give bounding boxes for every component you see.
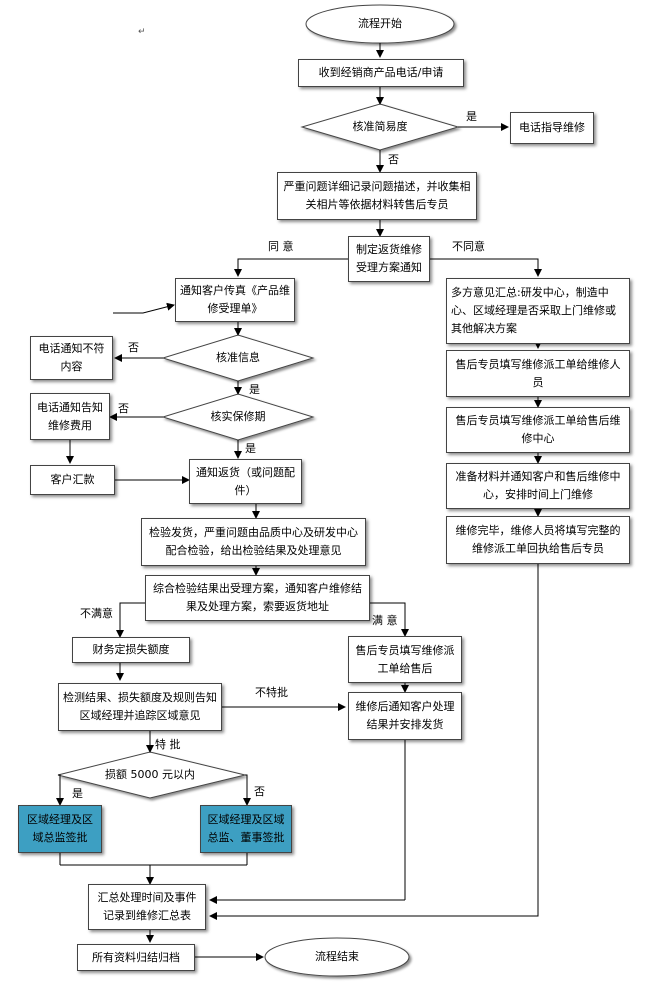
label-no-amount: 否 xyxy=(254,785,265,798)
decision-warranty-label: 核实保修期 xyxy=(210,410,266,423)
repair-done-box: 维修完毕，维修人员将填写完整的维修派工单回执给售后专员 xyxy=(446,516,630,564)
dispatch-repairman-box: 售后专员填写维修派工单给维修人员 xyxy=(446,350,630,397)
label-yes-info: 是 xyxy=(249,383,260,396)
notify-fax-box: 通知客户传真《产品维修受理单》 xyxy=(175,278,295,322)
decision-amount-label: 损额 5000 元以内 xyxy=(105,768,195,781)
after-repair-box: 维修后通知客户处理结果并安排发货 xyxy=(348,692,462,740)
phone-guide-box: 电话指导维修 xyxy=(510,112,594,144)
paragraph-mark-icon: ↵ xyxy=(138,27,146,37)
phone-fee-box: 电话通知告知维修费用 xyxy=(30,393,110,440)
label-agree: 同 意 xyxy=(268,240,294,253)
label-not-special: 不特批 xyxy=(255,686,288,699)
end-terminal-shape xyxy=(264,937,410,977)
prepare-visit-box: 准备材料并通知客户和售后维修中心，安排时间上门维修 xyxy=(446,463,630,509)
label-disagree: 不同意 xyxy=(452,240,485,253)
summary-record-box: 汇总处理时间及事件记录到维修汇总表 xyxy=(88,884,206,930)
label-no-warranty: 否 xyxy=(118,402,129,415)
report-manager-box: 检测结果、损失额度及规则告知区域经理并追踪区域意见 xyxy=(58,683,222,731)
inspect-ship-box: 检验发货，严重问题由品质中心及研发中心配合检验，给出检验结果及处理意见 xyxy=(141,518,366,566)
end-terminal-label: 流程结束 xyxy=(315,950,359,963)
receive-request-box: 收到经销商产品电话/申请 xyxy=(298,59,464,87)
label-no-info: 否 xyxy=(128,341,139,354)
dispatch-center-box: 售后专员填写维修派工单给售后维修中心 xyxy=(446,407,630,453)
plan-notice-box: 制定返货维修受理方案通知 xyxy=(348,236,430,282)
notify-return-box: 通知返货（或问题配件） xyxy=(189,459,302,504)
label-dissatisfied: 不满意 xyxy=(80,607,113,620)
label-yes-simple: 是 xyxy=(466,110,477,123)
decision-amount-shape xyxy=(57,751,246,799)
combine-result-box: 综合检验结果出受理方案，通知客户维修结果及处理方案，索要返货地址 xyxy=(145,575,370,621)
record-problem-box: 严重问题详细记录问题描述，并收集相关相片等依据材料转售后专员 xyxy=(277,172,477,220)
label-special: 特 批 xyxy=(155,738,181,751)
label-no-simple: 否 xyxy=(388,153,399,166)
label-yes-warranty: 是 xyxy=(245,442,256,455)
archive-box: 所有资料归结归档 xyxy=(77,944,195,971)
decision-info-label: 核准信息 xyxy=(216,351,260,364)
phone-mismatch-box: 电话通知不符内容 xyxy=(30,336,113,380)
decision-simple-label: 核准简易度 xyxy=(352,120,408,133)
start-terminal-label: 流程开始 xyxy=(358,17,402,30)
approve-director-box: 区域经理及区域总监、董事签批 xyxy=(200,805,292,853)
label-satisfied: 满 意 xyxy=(372,614,398,627)
aftersale-dispatch-box: 售后专员填写维修派工单给售后 xyxy=(348,636,462,683)
approve-regional-box: 区域经理及区域总监签批 xyxy=(18,805,102,853)
finance-loss-box: 财务定损失额度 xyxy=(72,637,190,663)
multi-opinion-box: 多方意见汇总:研发中心，制造中心、区域经理是否采取上门维修或其他解决方案 xyxy=(446,278,630,344)
label-yes-amount: 是 xyxy=(72,787,83,800)
customer-remit-box: 客户汇款 xyxy=(30,465,115,495)
